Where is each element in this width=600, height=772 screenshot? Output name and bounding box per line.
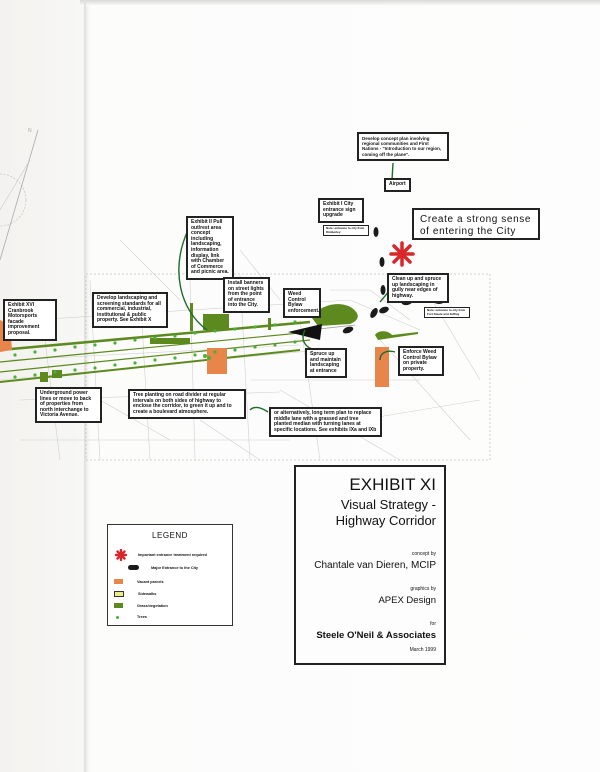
graphics-label: graphics by (410, 586, 436, 592)
graphics-author: APEX Design (378, 595, 436, 606)
page-fold (84, 0, 86, 772)
note-airport: Airport (384, 178, 411, 192)
exhibit-number: EXHIBIT XI (349, 475, 436, 494)
exhibit-title-line1: Visual Strategy - (340, 497, 436, 512)
legend-label: Vacant parcels (137, 579, 164, 584)
legend-item-vacant: Vacant parcels (114, 579, 164, 584)
note-small-north: Note: entrance to city from Kimberley (323, 225, 369, 236)
for-label: for (430, 621, 436, 627)
red-asterisk-icon (114, 549, 128, 561)
legend: LEGEND Important entrance treatment requ… (107, 524, 233, 626)
trees (13, 320, 297, 379)
legend-item-grass: Grass/vegetation (114, 603, 168, 608)
exhibit-date: March 1999 (409, 647, 436, 653)
legend-item-major-entrance: Major Entrance to the City (128, 565, 198, 570)
entrance-wedge (288, 324, 322, 340)
note-weed-bylaw: Weed Control Bylaw enforcement. (283, 288, 321, 319)
note-exhibit-i: Exhibit I City entrance sign upgrade (318, 198, 364, 223)
sidewalk-swatch (114, 591, 124, 597)
legend-item-entrance-treatment: Important entrance treatment required (114, 549, 207, 561)
concept-label: concept by (411, 551, 436, 557)
note-regional: Develop concept plan involving regional … (357, 132, 449, 161)
highway-corridor (0, 320, 356, 383)
vegetation-areas (40, 303, 418, 382)
exhibit-title-line2: Highway Corridor (335, 513, 436, 528)
legend-item-sidewalks: Sidewalks (114, 591, 156, 597)
compass-rose-icon: N (0, 128, 39, 261)
svg-text:N: N (28, 128, 32, 134)
legend-title: LEGEND (152, 531, 188, 540)
note-enforce-weed: Enforce Weed Control Bylaw on private pr… (398, 346, 444, 377)
note-small-east: Note: entrance to city from Fort Steele … (424, 307, 470, 318)
client-name: Steele O'Neil & Associates (316, 630, 436, 641)
note-landscaping-standards: Develop landscaping and screening standa… (92, 292, 168, 328)
note-banners: Install banners on street lights from th… (223, 277, 270, 313)
black-dash-icon (128, 565, 139, 570)
title-block: EXHIBIT XI Visual Strategy - Highway Cor… (294, 465, 446, 665)
legend-label: Sidewalks (138, 592, 157, 596)
legend-label: Major Entrance to the City (151, 565, 199, 570)
vacant-swatch (114, 579, 123, 584)
entrance-asterisk-icon (389, 241, 415, 267)
tree-dot-icon (116, 615, 119, 619)
legend-item-trees: Trees (116, 615, 147, 619)
legend-label: Important entrance treatment required (138, 553, 207, 557)
leader-lines (178, 162, 396, 413)
legend-label: Grass/vegetation (137, 603, 168, 608)
note-alternative: or alternatively, long term plan to repl… (269, 407, 382, 438)
concept-author: Chantale van Dieren, MCIP (314, 560, 436, 571)
note-cleanup: Clean up and spruce up landscaping in gu… (387, 273, 449, 304)
note-exhibit-ii: Exhibit II Pull out/rest area concept in… (186, 216, 234, 280)
map-frame (85, 273, 491, 461)
legend-label: Trees (137, 615, 147, 619)
note-power-lines: Underground power lines or move to back … (35, 387, 102, 423)
note-tree-planting: Tree planting on road divider at regular… (128, 389, 246, 420)
note-spruce-entrance: Spruce up and maintain landscaping at en… (305, 348, 347, 379)
headline-note: Create a strong sense of entering the Ci… (412, 208, 540, 240)
scan-shadow (80, 0, 600, 6)
note-exhibit-xvi: Exhibit XVI Cranbrook Motorsports facade… (3, 299, 57, 341)
grass-swatch (114, 603, 123, 608)
